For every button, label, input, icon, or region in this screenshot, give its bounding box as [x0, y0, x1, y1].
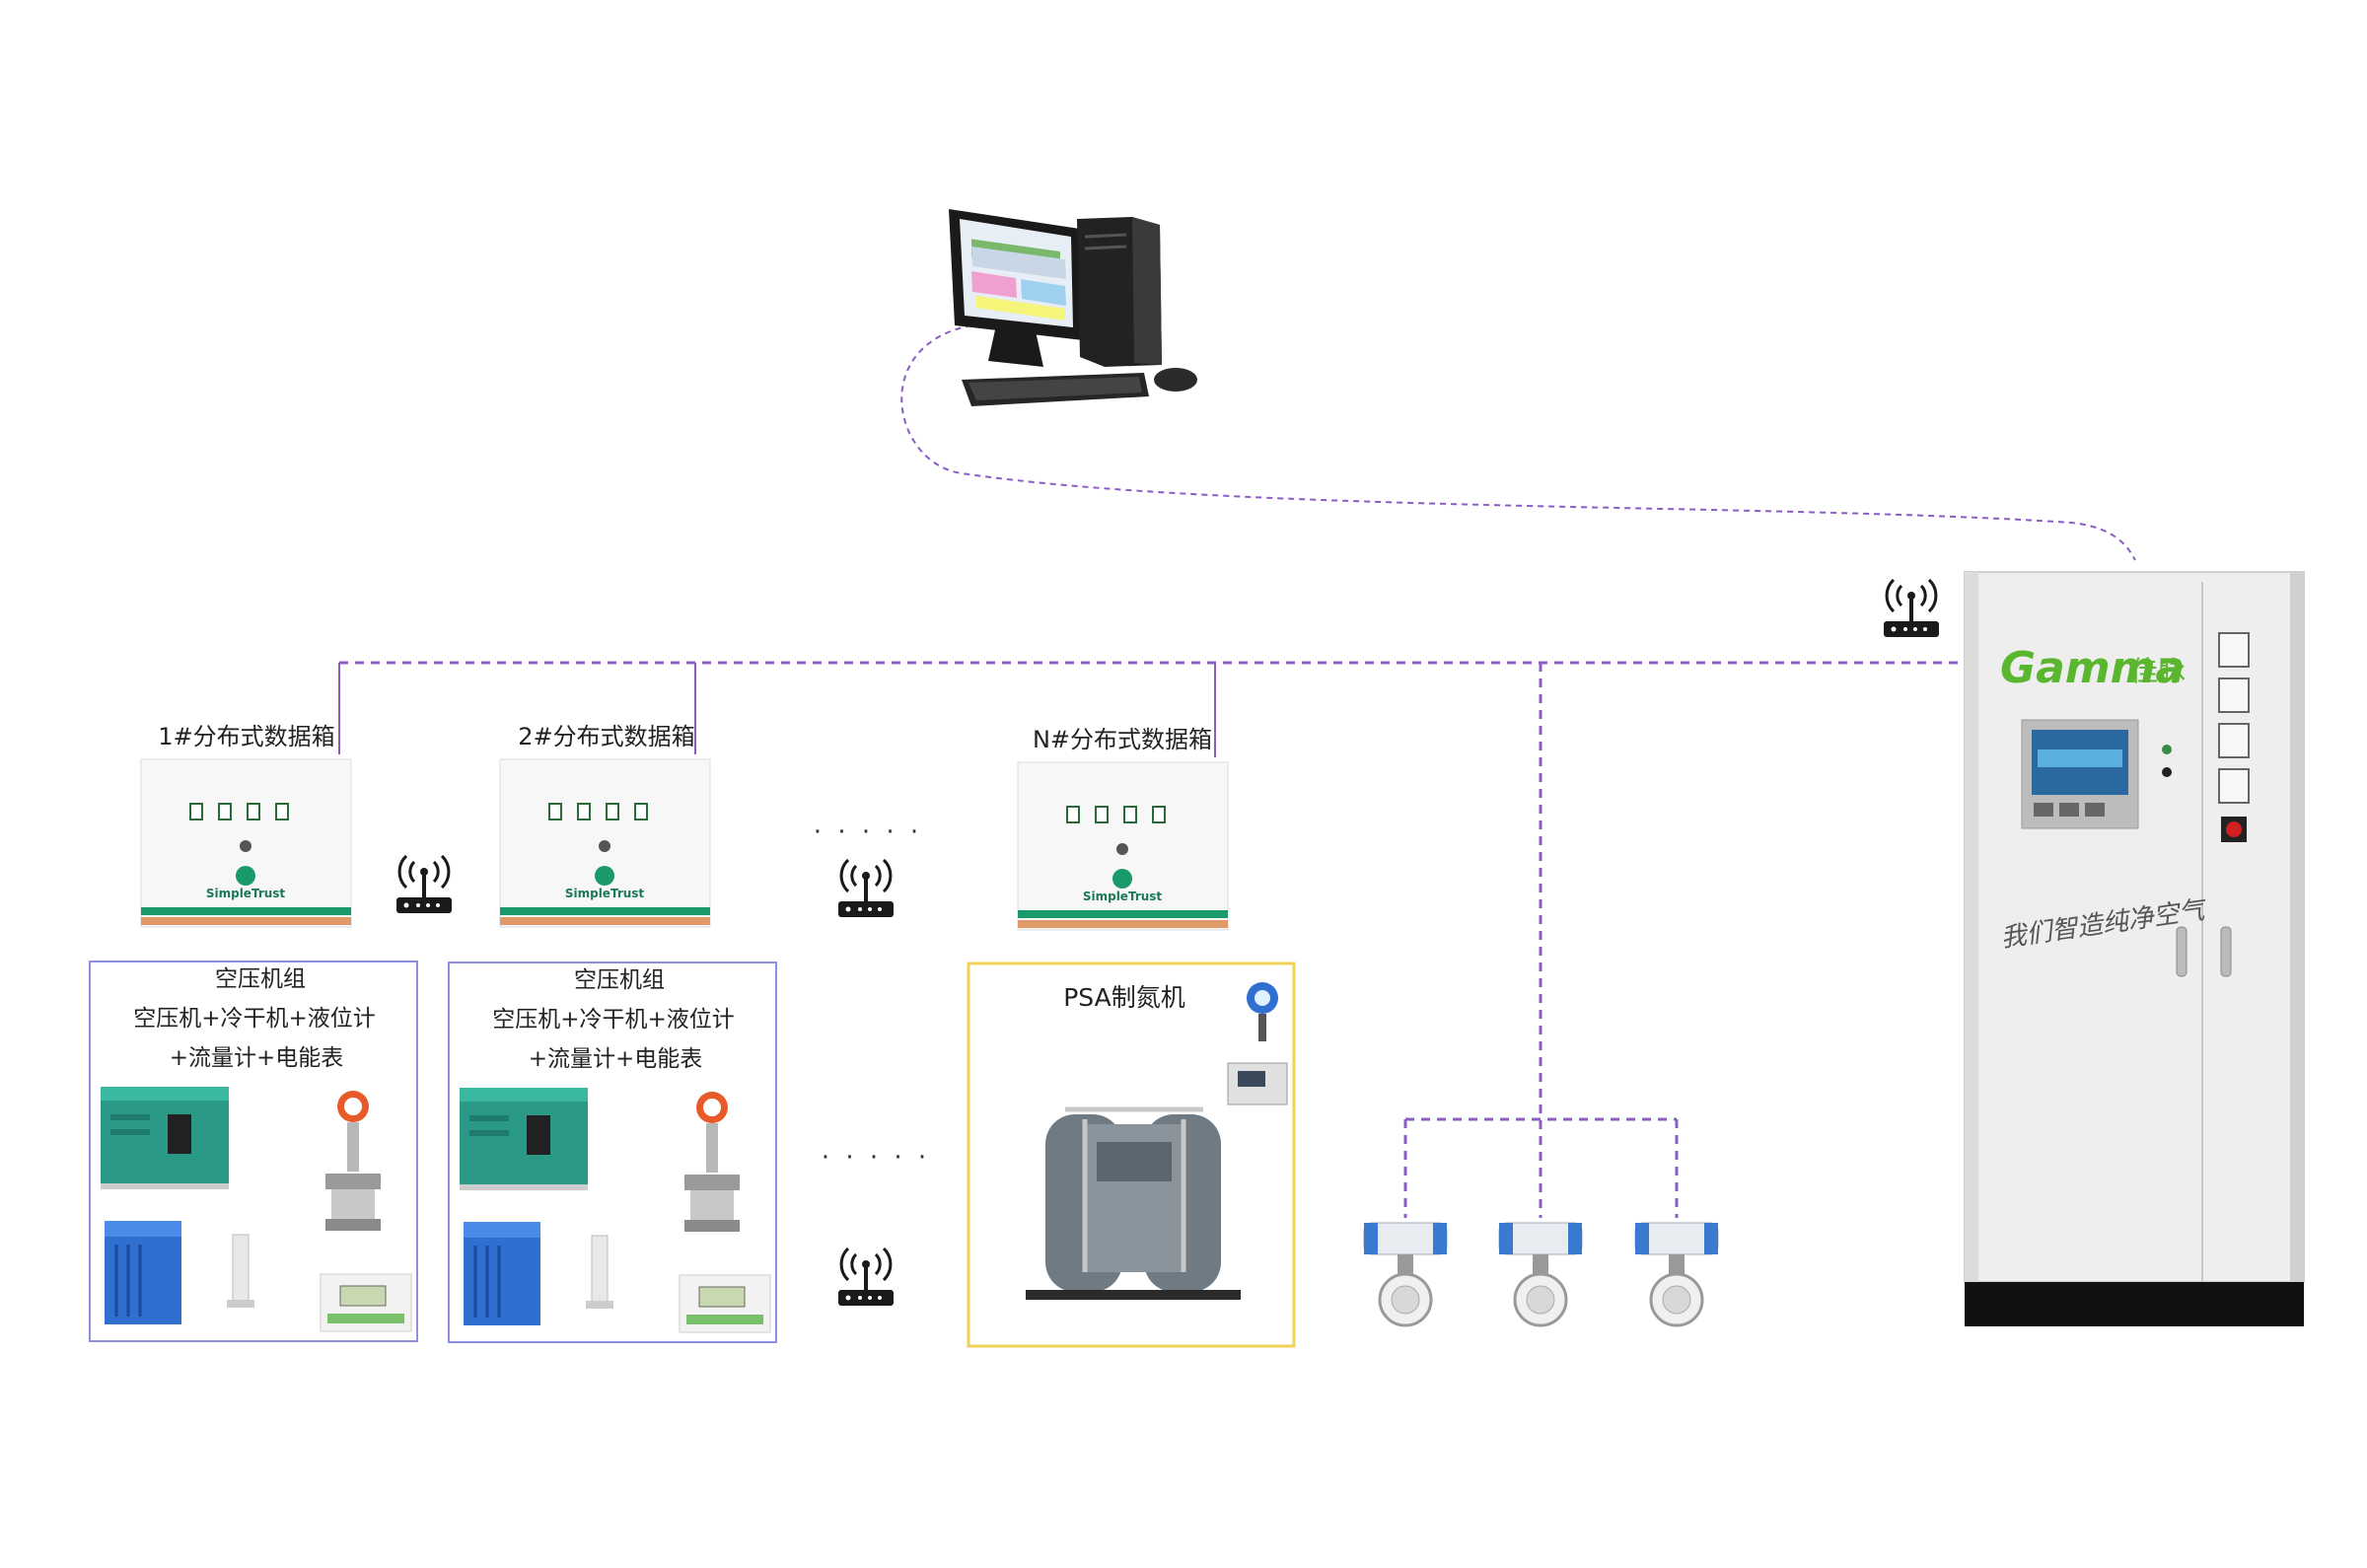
equipment-group-2: 空压机组 空压机+冷干机+液位计 +流量计+电能表 [448, 962, 777, 1343]
group-title: 空压机组 [574, 967, 665, 993]
status-led [1116, 843, 1128, 855]
group-line2: +流量计+电能表 [170, 1045, 344, 1071]
wireless-gateway-icon [396, 854, 452, 913]
indicator-lights [1066, 806, 1166, 823]
brand-text: SimpleTrust [565, 887, 645, 900]
brand-cn-text: 佳脉 [2130, 655, 2186, 687]
data-box-label: 2#分布式数据箱 [518, 723, 694, 750]
air-compressor-icon [460, 1088, 588, 1190]
desktop-computer-icon [949, 209, 1197, 406]
level-gauge-icon [586, 1235, 613, 1309]
data-box-1: 1#分布式数据箱 SimpleTrust [140, 723, 352, 928]
pneumatic-butterfly-valve-icon [1634, 1222, 1719, 1327]
simpletrust-logo-icon [1112, 869, 1132, 889]
data-box-2: 2#分布式数据箱 SimpleTrust [499, 723, 711, 928]
status-led [240, 840, 251, 852]
hmi-touchscreen [2021, 719, 2139, 829]
air-compressor-icon [101, 1087, 229, 1189]
group-title: 空压机组 [215, 966, 306, 992]
oxygen-analyzer-icon [1227, 1062, 1288, 1105]
brand-text: SimpleTrust [1083, 890, 1163, 903]
indicator-lights [189, 803, 289, 820]
gamma-control-cabinet: Gamma 佳脉 我们智造纯净空气 [1964, 571, 2305, 1326]
status-led [599, 840, 610, 852]
brand-text: SimpleTrust [206, 887, 286, 900]
energy-meter-icon [320, 1273, 412, 1332]
psa-title: PSA制氮机 [1063, 983, 1185, 1012]
vortex-flowmeter-icon [325, 1091, 381, 1231]
wireless-gateway-icon [1884, 578, 1939, 637]
indicator-light [2162, 767, 2172, 777]
group-line1: 空压机+冷干机+液位计 [492, 1007, 735, 1033]
simpletrust-logo-icon [236, 866, 255, 886]
group-line1: 空压机+冷干机+液位计 [133, 1006, 376, 1032]
wireless-gateway-icon [838, 858, 894, 917]
door-handle [2176, 926, 2188, 977]
data-box-label: 1#分布式数据箱 [158, 723, 334, 750]
data-box-label: N#分布式数据箱 [1033, 726, 1212, 753]
level-gauge-icon [227, 1234, 254, 1308]
network-wiring [338, 324, 2136, 1218]
vortex-flowmeter-icon [684, 1092, 740, 1232]
energy-meter-icon [679, 1274, 771, 1333]
refrigerated-dryer-icon [105, 1221, 181, 1324]
door-handle [2220, 926, 2232, 977]
pneumatic-butterfly-valve-icon [1363, 1222, 1448, 1327]
pneumatic-butterfly-valve-icon [1498, 1222, 1583, 1327]
group-line2: +流量计+电能表 [529, 1046, 703, 1072]
psa-tanks-icon [1026, 1106, 1241, 1300]
refrigerated-dryer-icon [464, 1222, 540, 1325]
wireless-gateway-icon [838, 1247, 894, 1306]
panel-meters [2218, 632, 2250, 804]
pressure-transmitter-icon [1247, 982, 1278, 1041]
brand-logo-text: Gamma [2000, 643, 2185, 693]
indicator-light [2162, 745, 2172, 754]
psa-nitrogen-generator: PSA制氮机 [967, 962, 1296, 1348]
box-ellipsis: · · · · · [814, 818, 922, 847]
data-box-n: N#分布式数据箱 SimpleTrust [1017, 726, 1229, 931]
equipment-group-1: 空压机组 空压机+冷干机+液位计 +流量计+电能表 [89, 961, 418, 1342]
group-ellipsis: · · · · · [822, 1143, 930, 1173]
indicator-lights [548, 803, 648, 820]
simpletrust-logo-icon [595, 866, 614, 886]
computer-link-curve [900, 324, 2136, 561]
